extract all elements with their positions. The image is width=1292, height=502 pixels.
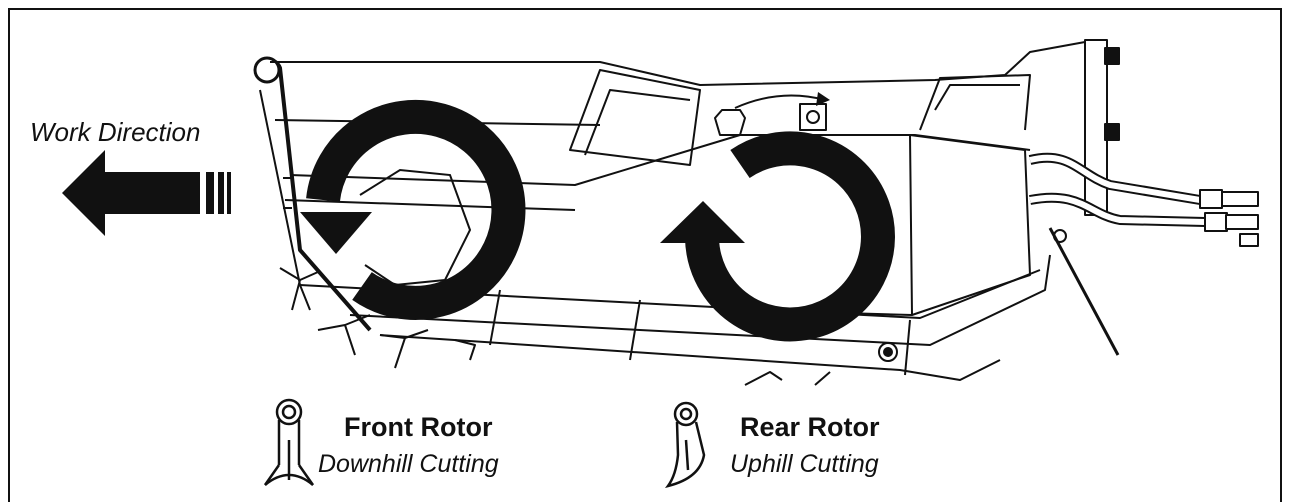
diagram-frame [8, 8, 1282, 502]
rear-rotor-title: Rear Rotor [740, 412, 880, 442]
front-rotor-tooth-icon [263, 398, 315, 486]
work-direction-label: Work Direction [30, 117, 201, 147]
counterclockwise-arrow-icon [300, 99, 526, 320]
clockwise-arrow-icon [660, 131, 895, 342]
front-rotor-subtitle: Downhill Cutting [318, 450, 499, 478]
machine-body [253, 39, 1259, 386]
rear-rotor-tooth-icon [664, 401, 706, 489]
rear-rotor-subtitle: Uphill Cutting [730, 450, 879, 478]
left-arrow-icon [62, 150, 231, 236]
front-rotor-title: Front Rotor [344, 412, 493, 442]
